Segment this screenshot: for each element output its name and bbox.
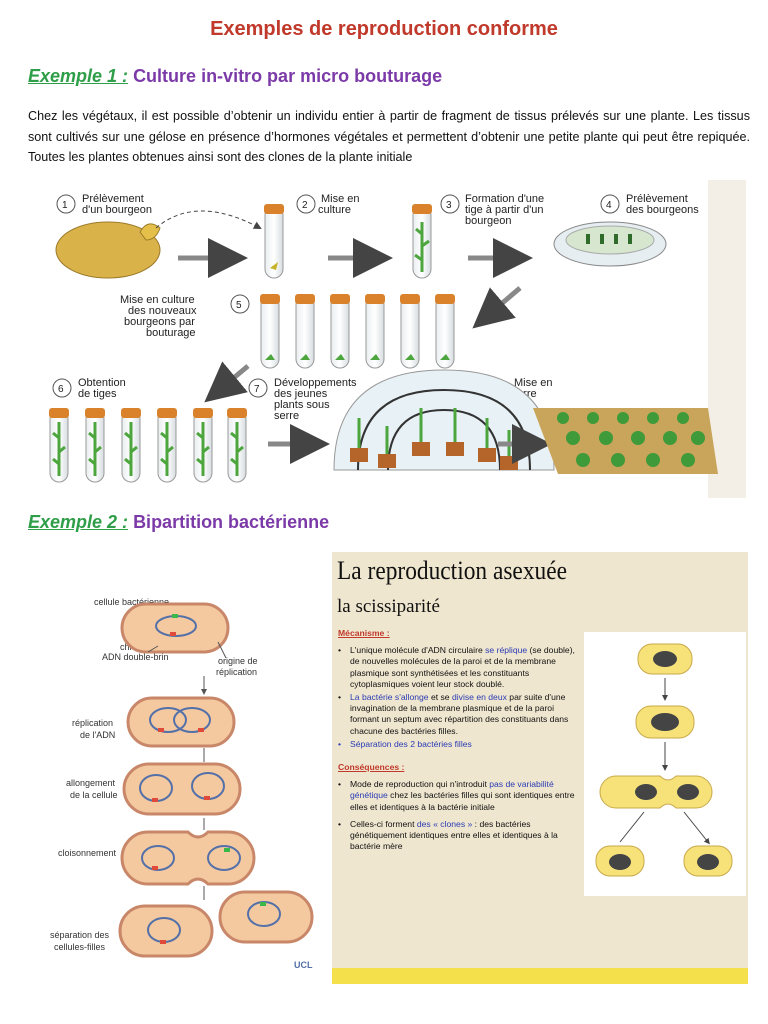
mechanism-bullet-3: Séparation des 2 bactéries filles — [338, 739, 578, 750]
bacterium-stage-2 — [635, 705, 695, 739]
svg-text:cellules-filles: cellules-filles — [54, 942, 106, 952]
slide-title: La reproduction asexuée — [337, 556, 567, 585]
svg-text:Développements: Développements — [274, 377, 357, 389]
mechanism-bullet-2: La bactérie s'allonge et se divise en de… — [338, 692, 578, 737]
svg-text:5: 5 — [236, 300, 242, 311]
potato — [55, 221, 161, 279]
svg-text:culture: culture — [318, 204, 351, 216]
svg-text:Formation d'une: Formation d'une — [465, 193, 544, 205]
svg-text:Obtention: Obtention — [78, 377, 126, 389]
tubes-step5 — [260, 294, 455, 369]
bacterium-stage-3 — [599, 775, 713, 809]
svg-text:ADN double-brin: ADN double-brin — [102, 652, 169, 662]
slide-body: Mécanisme : L'unique molécule d'ADN circ… — [338, 628, 578, 854]
example2-title: Bipartition bactérienne — [133, 512, 330, 532]
svg-text:bourgeon: bourgeon — [465, 215, 512, 227]
bacterium-stage-1 — [637, 643, 693, 675]
svg-text:7: 7 — [254, 384, 260, 395]
cell-5 — [118, 904, 214, 958]
label-separation: séparation des — [50, 930, 110, 940]
example1-label: Exemple 1 : — [28, 66, 129, 86]
example1-paragraph: Chez les végétaux, il est possible d’obt… — [28, 109, 750, 164]
cell-1 — [120, 602, 230, 654]
consequences-bullet-2: Celles-ci forment des « clones » : des b… — [338, 819, 578, 853]
label-elongation: allongement — [66, 778, 116, 788]
svg-text:serre: serre — [274, 410, 299, 422]
page-title: Exemples de reproduction conforme — [210, 18, 558, 40]
svg-text:bourgeons par: bourgeons par — [124, 316, 195, 328]
tube-step3 — [412, 204, 432, 279]
svg-text:Mise en: Mise en — [514, 377, 553, 389]
svg-text:des bourgeons: des bourgeons — [626, 204, 699, 216]
svg-text:tige à partir d'un: tige à partir d'un — [465, 204, 544, 216]
cell-3 — [122, 762, 242, 816]
mechanism-bullet-1: L'unique molécule d'ADN circulaire se ré… — [338, 645, 578, 690]
consequences-heading: Conséquences : — [338, 762, 405, 773]
svg-text:4: 4 — [606, 200, 612, 211]
svg-text:plants sous: plants sous — [274, 399, 330, 411]
svg-text:Mise en: Mise en — [321, 193, 360, 205]
bacterium-daughter-2 — [683, 845, 733, 877]
label-partition: cloisonnement — [58, 848, 117, 858]
tubes-step6 — [49, 408, 247, 483]
slide-footer-bar — [332, 968, 748, 984]
ucl-logo: UCL — [294, 960, 313, 970]
field — [533, 408, 718, 474]
cell-6 — [218, 890, 314, 944]
svg-text:d'un bourgeon: d'un bourgeon — [82, 204, 152, 216]
svg-text:Mise en culture: Mise en culture — [120, 294, 195, 306]
bacterial-fission-figure: cellule bactérienne chromosome ADN doubl… — [50, 597, 314, 970]
example1-title: Culture in-vitro par micro bouturage — [133, 66, 443, 86]
svg-text:6: 6 — [58, 384, 64, 395]
svg-text:de tiges: de tiges — [78, 388, 117, 400]
consequences-bullet-1: Mode de reproduction qui n'introduit pas… — [338, 779, 578, 813]
tube-step2 — [264, 204, 284, 279]
example2-label: Exemple 2 : — [28, 512, 129, 532]
svg-text:3: 3 — [446, 200, 452, 211]
svg-text:bouturage: bouturage — [146, 327, 196, 339]
svg-text:1: 1 — [62, 200, 68, 211]
mechanism-heading: Mécanisme : — [338, 628, 390, 638]
bacterium-daughter-1 — [595, 845, 645, 877]
svg-text:de la cellule: de la cellule — [70, 790, 118, 800]
svg-text:2: 2 — [302, 200, 308, 211]
label-replication: réplication — [72, 718, 113, 728]
svg-text:réplication: réplication — [216, 667, 257, 677]
example2-heading: Exemple 2 : Bipartition bactérienne — [28, 512, 329, 533]
label-origin: origine de — [218, 656, 258, 666]
svg-text:Prélèvement: Prélèvement — [626, 193, 688, 205]
example1-heading: Exemple 1 : Culture in-vitro par micro b… — [28, 66, 442, 87]
scissiparity-illustration — [584, 632, 746, 896]
svg-text:Prélèvement: Prélèvement — [82, 193, 144, 205]
svg-text:des nouveaux: des nouveaux — [128, 305, 197, 317]
cell-4 — [120, 830, 256, 886]
cell-2 — [126, 696, 236, 748]
slide-subtitle: la scissiparité — [337, 596, 440, 617]
svg-text:de l'ADN: de l'ADN — [80, 730, 115, 740]
label-cell: cellule bactérienne — [94, 597, 169, 607]
svg-text:des jeunes: des jeunes — [274, 388, 328, 400]
